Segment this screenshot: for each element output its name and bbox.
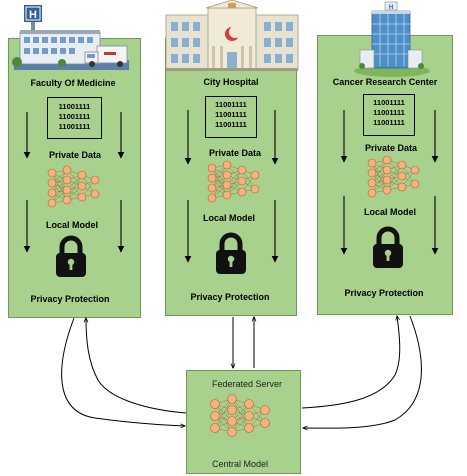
privacy-label-city: Privacy Protection — [190, 292, 270, 302]
connectors — [61, 315, 422, 428]
private-data-label-faculty: Private Data — [48, 150, 102, 160]
download-connector — [301, 316, 401, 409]
neural-network-icon — [210, 394, 270, 437]
flow-arrows — [23, 110, 439, 263]
privacy-label-faculty: Privacy Protection — [30, 294, 110, 304]
padlock-icon — [373, 226, 403, 268]
data-line: 11001111 — [373, 118, 405, 127]
data-line: 11001111 — [373, 98, 405, 107]
upload-connector — [303, 315, 422, 428]
hospital-building-icon — [165, 0, 299, 71]
data-line: 11001111 — [373, 108, 405, 117]
data-line: 11001111 — [215, 110, 247, 119]
data-line: 11001111 — [215, 120, 247, 129]
data-line: 11001111 — [58, 122, 91, 131]
svg-text:H: H — [389, 5, 393, 11]
data-box-cancer: 11001111 11001111 11001111 — [363, 94, 415, 136]
server-title: Federated Server — [211, 379, 283, 389]
node-title-cancer: Cancer Research Center — [332, 77, 438, 87]
node-title-city: City Hospital — [203, 77, 259, 87]
padlock-icon — [216, 232, 246, 274]
office-building-icon: H — [354, 1, 430, 77]
upload-connector — [61, 317, 185, 426]
local-model-label-cancer: Local Model — [363, 207, 417, 217]
server-subtitle: Central Model — [211, 459, 269, 469]
neural-network-icon — [47, 165, 100, 208]
data-line: 11001111 — [58, 102, 91, 111]
privacy-label-cancer: Privacy Protection — [344, 288, 424, 298]
neural-network-icon — [367, 155, 420, 198]
local-model-label-city: Local Model — [202, 213, 256, 223]
local-model-label-faculty: Local Model — [45, 220, 99, 230]
node-title-faculty: Faculty Of Medicine — [30, 78, 116, 88]
data-box-city: 11001111 11001111 11001111 — [205, 96, 257, 138]
data-line: 11001111 — [58, 112, 91, 121]
data-line: 11001111 — [215, 100, 247, 109]
svg-text:H: H — [29, 9, 37, 21]
download-connector — [86, 318, 187, 414]
data-box-faculty: 11001111 11001111 11001111 — [47, 97, 102, 139]
neural-network-icon — [207, 160, 260, 203]
padlock-icon — [56, 235, 86, 277]
ambulance-icon — [84, 45, 128, 67]
node-panel-cancer — [317, 35, 453, 315]
private-data-label-cancer: Private Data — [364, 143, 418, 153]
private-data-label-city: Private Data — [208, 148, 262, 158]
